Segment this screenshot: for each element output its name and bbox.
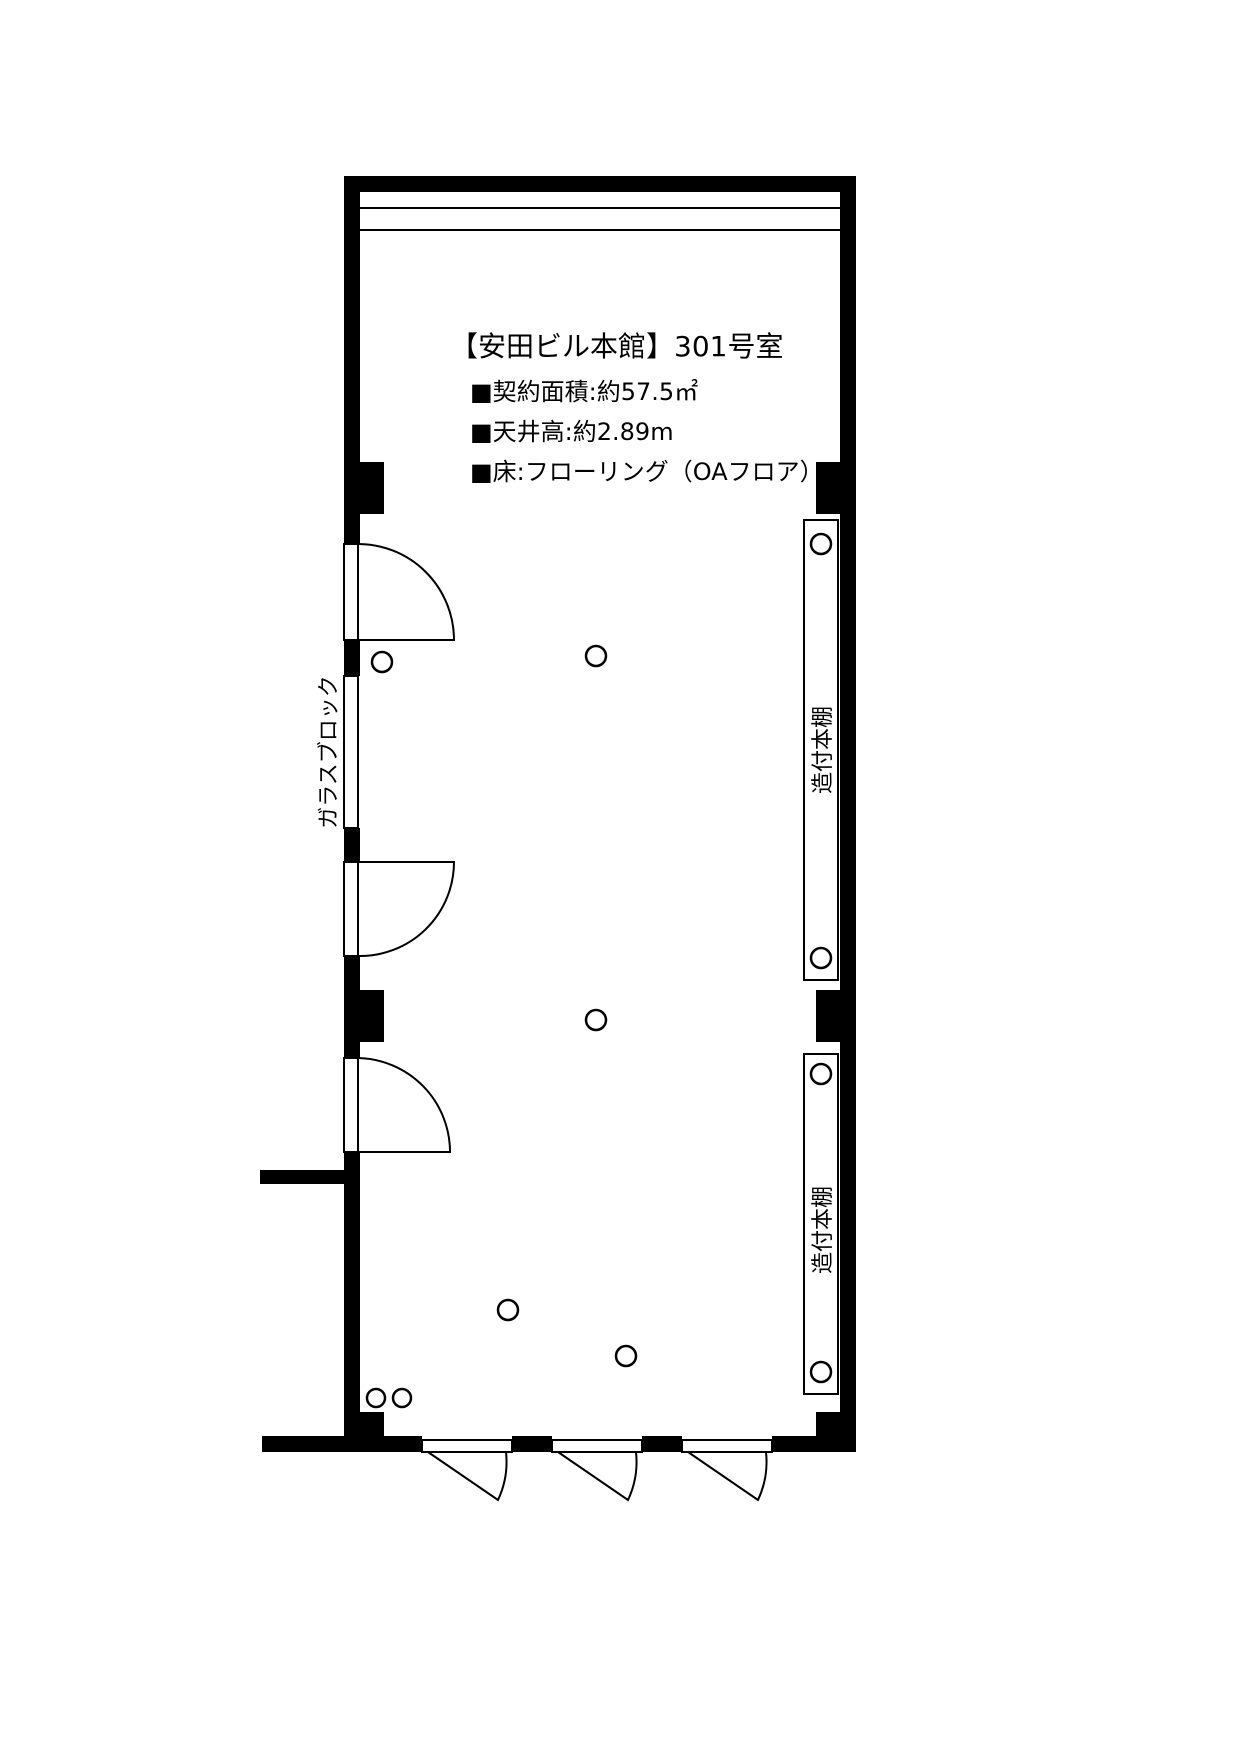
wall-left-segment-1 <box>344 176 360 544</box>
bookshelf-upper <box>803 519 839 981</box>
walls <box>260 176 856 1452</box>
columns <box>360 462 840 1436</box>
column-left-lower <box>360 1412 384 1436</box>
wall-left-segment-4 <box>344 956 360 1058</box>
partition-wall-west <box>260 1170 350 1184</box>
fixture-circle <box>584 1008 608 1032</box>
bottom-door-2-leaf <box>551 1439 643 1453</box>
column-right-middle <box>816 990 840 1042</box>
column-right-upper <box>816 462 840 514</box>
fixture-circle <box>365 1387 387 1409</box>
fixture-circle <box>809 1360 833 1384</box>
spec-floor: ■床:フローリング（OAフロア） <box>470 458 824 486</box>
door-3-swing <box>357 1057 452 1153</box>
fixture-circle <box>496 1298 520 1322</box>
bookshelves <box>803 519 839 1395</box>
bottom-door-3-swing <box>687 1451 768 1502</box>
bookshelf-lower <box>803 1053 839 1395</box>
wall-right <box>840 176 856 1452</box>
wall-left-segment-2 <box>344 640 360 676</box>
wall-top <box>344 176 856 192</box>
door-2-swing <box>357 861 456 958</box>
bottom-door-2-swing <box>557 1451 638 1502</box>
glass-block-panel <box>343 675 359 829</box>
fixture-circle <box>584 644 608 668</box>
wall-bottom-right <box>772 1436 856 1452</box>
left-doors <box>343 543 456 1153</box>
bottom-door-1-leaf <box>421 1439 513 1453</box>
top-window <box>360 207 840 231</box>
glass-block-label: ガラスブロック <box>317 675 342 829</box>
fixture-circle <box>614 1344 638 1368</box>
wall-bottom-pier-2 <box>642 1436 682 1452</box>
spec-ceiling-height: ■天井高:約2.89m <box>470 418 674 446</box>
bottom-doors <box>421 1439 773 1502</box>
fixture-circle <box>370 650 394 674</box>
wall-bottom-left <box>262 1436 422 1452</box>
column-right-lower <box>816 1412 840 1436</box>
room-title: 【安田ビル本館】301号室 <box>450 330 783 363</box>
bookshelf-upper-label: 造付本棚 <box>811 706 836 794</box>
door-1-swing <box>357 543 456 641</box>
wall-left-segment-5 <box>344 1152 360 1452</box>
wall-bottom-pier-1 <box>512 1436 552 1452</box>
fixtures <box>365 532 833 1409</box>
spec-area: ■契約面積:約57.5㎡ <box>470 378 698 406</box>
column-left-upper <box>360 462 384 514</box>
door-1-leaf <box>343 543 359 641</box>
fixture-circle <box>809 532 833 556</box>
fixture-circle <box>391 1387 413 1409</box>
fixture-circle <box>809 946 833 970</box>
room-info: 【安田ビル本館】301号室 ■契約面積:約57.5㎡ ■天井高:約2.89m ■… <box>450 330 824 486</box>
wall-left-segment-3 <box>344 828 360 862</box>
bookshelf-lower-label: 造付本棚 <box>811 1186 836 1274</box>
column-left-middle <box>360 990 384 1042</box>
door-3-leaf <box>343 1057 359 1153</box>
glass-block: ガラスブロック <box>317 675 359 829</box>
fixture-circle <box>809 1062 833 1086</box>
door-2-leaf <box>343 861 359 957</box>
bottom-door-3-leaf <box>681 1439 773 1453</box>
bottom-door-1-swing <box>427 1451 508 1502</box>
